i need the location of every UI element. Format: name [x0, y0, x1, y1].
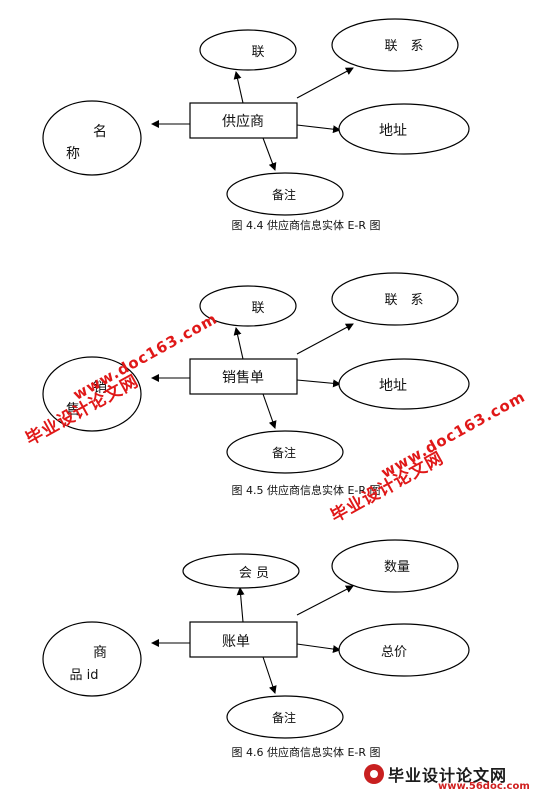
figure-caption: 图 4.6 供应商信息实体 E-R 图 [231, 745, 380, 759]
attr-ellipse-right [338, 623, 470, 677]
entity-label: 销售单 [222, 370, 264, 386]
entity-box [189, 358, 298, 395]
attr-label-top: 会 员 [239, 566, 269, 581]
edge-top-right [296, 67, 354, 99]
site-logo: 毕业设计论文网 www.56doc.com [360, 762, 530, 794]
attr-label-top: 联 [251, 45, 264, 60]
figure-caption: 图 4.5 供应商信息实体 E-R 图 [231, 483, 380, 497]
er-diagram-bill: 账单 会 员 数量 总价 备注 商 品 id 图 4.6 供应商信息实体 E-R… [42, 539, 470, 759]
attr-label-left-1: 名 [93, 124, 107, 140]
attr-label-top-right: 数量 [384, 560, 410, 575]
attr-ellipse-top-right [331, 18, 459, 72]
attr-label-bottom: 备注 [272, 710, 296, 725]
entity-box [189, 621, 298, 658]
edge-right [296, 124, 341, 134]
attr-label-bottom: 备注 [272, 187, 296, 202]
attr-label-right: 地址 [379, 123, 407, 139]
attr-ellipse-left [42, 356, 142, 432]
attr-label-left-2: 品 id [70, 668, 99, 683]
edge-top-right [296, 323, 354, 355]
attr-label-right: 地址 [379, 378, 407, 394]
er-diagram-sales-order: 销售单 联 联 系 地址 备注 销 售 图 4.5 供应商信息实体 E-R 图 [42, 272, 470, 497]
attr-ellipse-bottom [226, 430, 344, 474]
attr-ellipse-left [42, 100, 142, 176]
er-diagram-supplier: 供应商 联 联 系 地址 备注 名 称 图 4.4 供应商信息实体 E-R 图 [42, 18, 470, 232]
attr-ellipse-right [338, 103, 470, 155]
attr-ellipse-bottom [226, 172, 344, 216]
attr-ellipse-top [199, 285, 297, 327]
entity-label: 账单 [222, 634, 250, 650]
edge-right [296, 379, 341, 388]
entity-label: 供应商 [222, 113, 264, 130]
attr-ellipse-right [338, 358, 470, 410]
edge-top [236, 587, 245, 623]
attr-ellipse-top [182, 553, 300, 589]
entity-box [189, 102, 298, 139]
attr-ellipse-top-right [331, 539, 459, 593]
figure-caption: 图 4.4 供应商信息实体 E-R 图 [231, 218, 380, 232]
edge-bottom [262, 656, 277, 694]
edge-top [233, 327, 244, 360]
attr-ellipse-left [42, 621, 142, 697]
attr-label-left-2: 售 [66, 402, 80, 418]
attr-label-top: 联 [251, 301, 264, 316]
attr-label-top-right: 联 系 [384, 293, 423, 308]
attr-ellipse-top [199, 29, 297, 71]
attr-ellipse-top-right [331, 272, 459, 326]
attr-ellipse-bottom [226, 695, 344, 739]
edge-top-right [296, 585, 354, 616]
attr-label-bottom: 备注 [272, 445, 296, 460]
attr-label-left-2: 称 [66, 146, 80, 162]
edge-top [233, 71, 244, 104]
attr-label-top-right: 联 系 [384, 39, 423, 54]
attr-label-left-1: 商 [93, 645, 107, 661]
edge-bottom [262, 393, 277, 429]
logo-url: www.56doc.com [438, 781, 530, 792]
logo-mark-icon [364, 764, 384, 784]
attr-label-right: 总价 [381, 645, 407, 660]
edge-right [296, 643, 341, 653]
logo-title: 毕业设计论文网 [388, 766, 508, 785]
edge-bottom [262, 137, 277, 171]
attr-label-left-1: 销 [93, 380, 107, 396]
